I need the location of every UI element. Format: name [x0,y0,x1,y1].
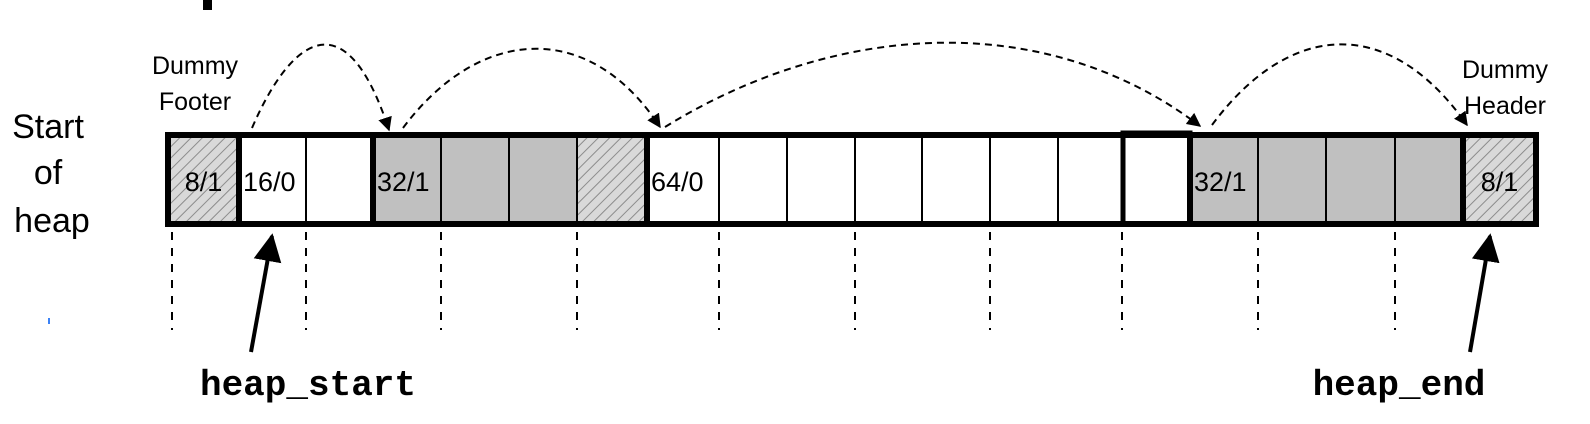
start-of-heap-line-1: Start [12,108,84,146]
cell-label: 8/1 [1481,167,1519,197]
pointer-arrows [249,233,1500,353]
heap-word-cell [989,134,1059,225]
heap-word-cell [440,134,510,225]
heap-word-cell [1394,134,1464,225]
heap-start-arrow [249,233,282,353]
heap-word-cell [576,134,648,225]
cell-label: 8/1 [185,167,223,197]
start-of-heap-line-2: of [34,154,63,192]
top-fragment [203,0,212,10]
cell-label: 32/1 [1194,167,1247,197]
dummy-header-line-1: Dummy [1462,56,1549,84]
heap-word-cell [1122,134,1191,225]
heap-end-arrow [1468,233,1500,353]
link-arrow [664,41,1202,128]
dummy-footer-line-2: Footer [159,88,231,116]
highlight-cell-border [1120,130,1193,227]
heap-word-cell [1057,134,1124,225]
heap-word-cell [921,134,991,225]
heap-end-label: heap_end [1313,365,1486,406]
heap-word-cell [1189,134,1259,225]
heap-word-cell [786,134,856,225]
heap-word-cell [508,134,578,225]
heap-word-cell [854,134,923,225]
artifact-speck [48,318,50,324]
dummy-footer-line-1: Dummy [152,52,239,80]
link-arrow [1211,43,1468,127]
heap-word-cell [305,134,374,225]
link-arrow [402,47,661,129]
heap-word-cell [646,134,720,225]
dashed-guides [171,232,1396,330]
free-list-arrows [251,41,1468,132]
link-arrow [251,43,392,132]
dummy-header-line-2: Header [1464,92,1546,120]
heap-word-cell [1325,134,1396,225]
heap-word-cell [1257,134,1327,225]
heap-outline [165,132,1539,227]
heap-start-label: heap_start [200,365,416,406]
start-of-heap-line-3: heap [14,202,90,240]
heap-word-cell [718,134,788,225]
cell-label: 32/1 [377,167,430,197]
block-borders [165,130,1539,227]
cell-label: 64/0 [651,167,704,197]
cell-label: 16/0 [243,167,296,197]
